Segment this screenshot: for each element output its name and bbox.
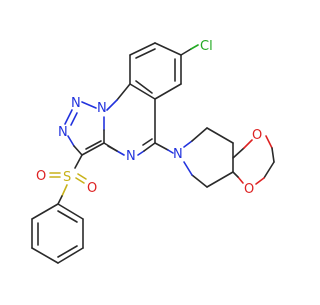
piperidine-nitrogen: N [173, 147, 183, 162]
c-cl-bond [180, 48, 192, 56]
dioxolane-oxygen-top: O [252, 128, 262, 143]
s-o-right-bond [75, 177, 85, 184]
c-n-piperidine-bond-n [167, 149, 174, 154]
pyrimidine-nitrogen: N [126, 149, 136, 164]
dioxolane-oxygen-bottom: O [244, 182, 254, 197]
triazole-nitrogen-1: N [71, 96, 81, 111]
molecule-structure: Cl N N N N S O [31, 39, 275, 264]
chlorine-atom: Cl [200, 39, 213, 54]
triazole-ring [64, 101, 105, 156]
triazole-nitrogen-2: N [58, 125, 68, 140]
s-o-right-bond-2 [77, 173, 87, 180]
piperidine-ring [183, 127, 234, 188]
benzo-ring [129, 42, 182, 100]
dioxolane-ring [232, 135, 275, 185]
sulfonyl-oxygen-left: O [36, 169, 46, 184]
s-phenyl-bond-c [57, 195, 63, 205]
pyrimidine-ring [103, 83, 156, 156]
triazole-nitrogen-bridgehead: N [97, 101, 107, 116]
c-cl-bond-cl-part [190, 44, 199, 50]
sulfur-atom: S [63, 170, 71, 185]
c-s-bond [74, 154, 83, 169]
structure-canvas: Cl N N N N S O [31, 39, 275, 264]
c-n-piperidine-bond [154, 142, 169, 151]
phenyl-ring [31, 203, 84, 264]
sulfonyl-oxygen-right: O [87, 181, 97, 196]
s-phenyl-bond [61, 184, 68, 197]
